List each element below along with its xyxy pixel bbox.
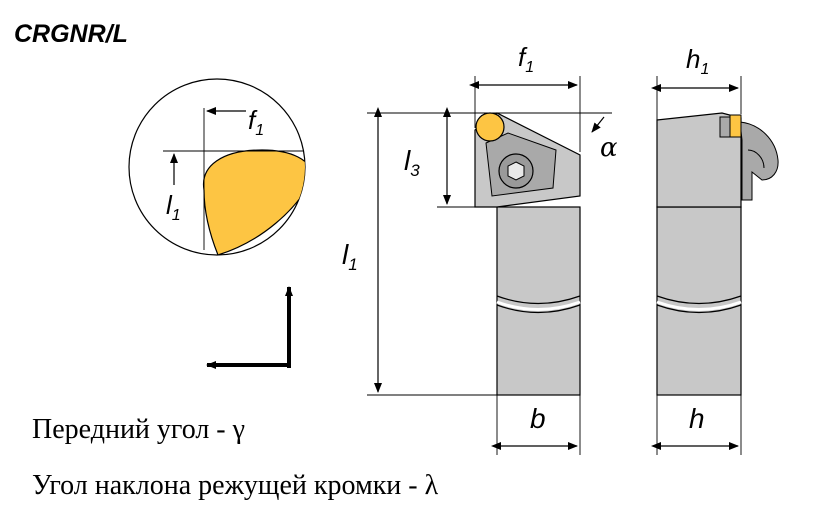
detail-f1-label: f1	[248, 105, 264, 139]
insert-detail-view: f1 l1	[128, 78, 306, 256]
side-break-line-3	[656, 304, 742, 314]
detail-l1-label: l1	[166, 190, 181, 224]
front-insert	[475, 112, 505, 142]
front-break-line-2	[496, 300, 581, 311]
direction-axes	[206, 286, 293, 369]
side-break-line	[656, 295, 742, 305]
front-break-line-3	[496, 304, 581, 314]
side-h-label: h	[689, 403, 705, 434]
insert-detail-shape	[202, 149, 305, 255]
side-h1-label: h1	[686, 44, 709, 78]
front-l3-label: l3	[404, 145, 420, 180]
diagram-title: CRGNR/L	[14, 20, 128, 48]
alpha-label: α	[600, 133, 618, 163]
alpha-arrow	[591, 116, 605, 133]
front-l1-label: l1	[342, 239, 358, 274]
side-shank	[656, 206, 742, 396]
side-view: h1 h	[651, 44, 779, 455]
front-shank	[496, 206, 581, 396]
side-clamp-lever	[739, 121, 779, 201]
front-b-label: b	[530, 403, 546, 434]
side-insert	[729, 114, 742, 138]
front-break-line	[496, 295, 581, 305]
front-view: f1 l1 l3 α b	[342, 42, 618, 455]
front-f1-label: f1	[518, 42, 534, 76]
caption-rake-angle: Передний угол - γ	[32, 414, 245, 445]
caption-inclination-angle: Угол наклона режущей кромки - λ	[32, 470, 439, 501]
screw-hex-socket	[507, 161, 525, 181]
side-break-line-2	[656, 300, 742, 311]
side-clamp-detail	[747, 149, 765, 169]
